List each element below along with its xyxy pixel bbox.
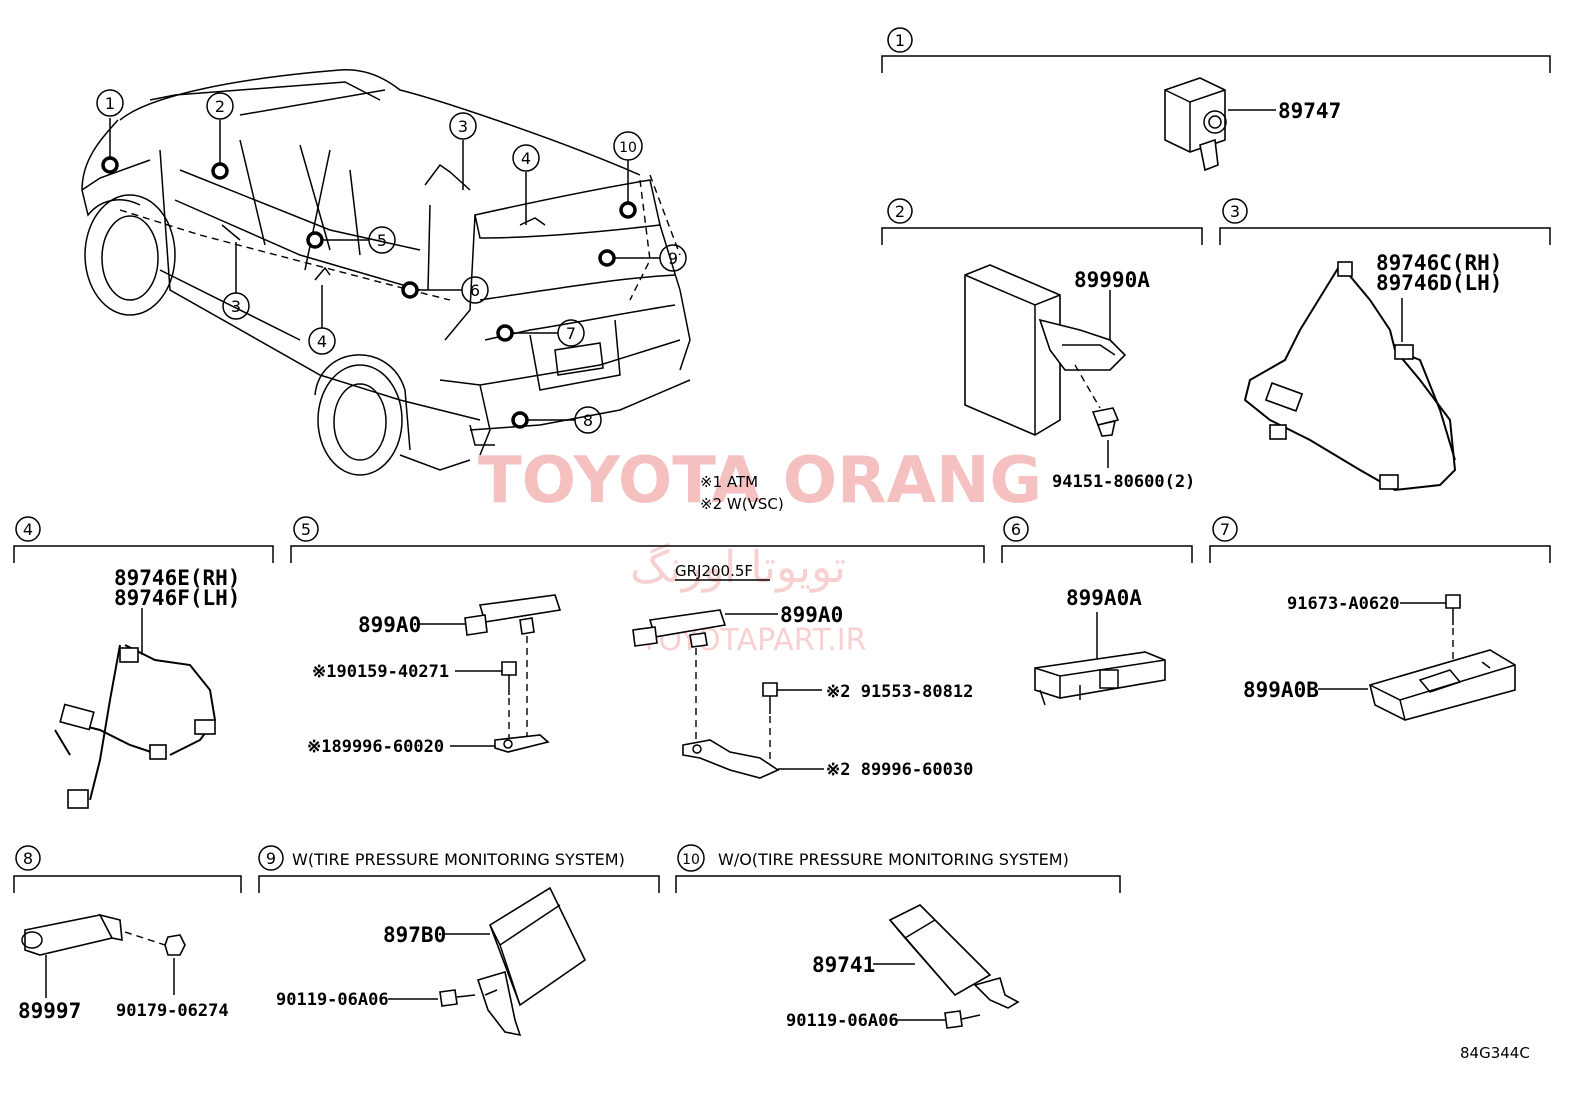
part-label: 90179-06274 (116, 1001, 229, 1021)
part-label-lh: 89746F(LH) (114, 586, 240, 610)
part-label: 90119-06A06 (786, 1011, 899, 1031)
part-89990A-drawing (964, 264, 1127, 436)
callout-6: 6 (470, 281, 480, 300)
vehicle-outline (81, 69, 691, 476)
section-3: 3 89746C(RH) 89746D(LH) (1219, 198, 1551, 492)
part-89747-drawing (1164, 77, 1227, 172)
part-899A0B-drawing (1369, 649, 1516, 721)
screw-91673-drawing (1445, 594, 1461, 625)
part-label-rh: 89746E(RH) (114, 566, 240, 590)
part-label-lh: 89746D(LH) (1376, 271, 1502, 295)
part-897B0-drawing (476, 886, 587, 1037)
part-label-rh: 89746C(RH) (1376, 251, 1502, 275)
part-label: ※189996-60020 (307, 737, 444, 757)
part-label: 897B0 (383, 923, 446, 947)
section-9-title: W(TIRE PRESSURE MONITORING SYSTEM) (292, 850, 625, 869)
callout-7: 7 (566, 324, 576, 343)
note-atm: ※1 ATM (700, 473, 758, 491)
watermark: TOYOTA ORANG تویوتا اورنگ TOYOTAPART.IR (478, 444, 1042, 658)
callout-1: 1 (105, 94, 115, 113)
bolt-right-drawing (762, 682, 778, 714)
section-5-number: 5 (301, 520, 311, 539)
section-6-number: 6 (1011, 520, 1021, 539)
part-label: 89997 (18, 999, 81, 1023)
part-label: 899A0A (1066, 586, 1142, 610)
vehicle-overview: 1 2 3 4 5 6 (81, 69, 784, 513)
sensor-899A0-right-drawing (632, 609, 727, 648)
callout-5: 5 (377, 231, 387, 250)
section-4-number: 4 (23, 520, 33, 539)
part-label: 89747 (1278, 99, 1341, 123)
section-1: 1 89747 (881, 27, 1551, 172)
bolt-90119-9-drawing (439, 989, 476, 1007)
harness-89746C-drawing (1243, 261, 1457, 492)
part-label: 899A0B (1243, 678, 1319, 702)
section-4: 4 89746E(RH) 89746F(LH) (13, 516, 274, 809)
bolt-left-drawing (501, 661, 517, 695)
part-label: ※2 89996-60030 (826, 760, 973, 780)
callout-3: 3 (458, 117, 468, 136)
part-label: 89741 (812, 953, 875, 977)
nut-90179-drawing (164, 934, 186, 956)
section-10: 10 W/O(TIRE PRESSURE MONITORING SYSTEM) … (675, 844, 1121, 1031)
part-89741-drawing (888, 904, 1020, 1009)
callout-4: 4 (521, 149, 531, 168)
callout-3-lower: 3 (231, 297, 241, 316)
part-89997-drawing (21, 913, 123, 956)
section-9: 9 W(TIRE PRESSURE MONITORING SYSTEM) 897… (258, 845, 660, 1037)
section-10-number: 10 (682, 852, 700, 868)
callout-8: 8 (583, 411, 593, 430)
note-vsc: ※2 W(VSC) (700, 495, 784, 513)
section-8: 8 89997 90179-06274 (13, 845, 242, 1023)
diagram-code: 84G344C (1460, 1044, 1530, 1062)
callout-9: 9 (668, 249, 678, 268)
part-label: 91673-A0620 (1287, 594, 1400, 614)
watermark-persian: تویوتا اورنگ (630, 542, 846, 593)
bracket-right-drawing (682, 739, 780, 779)
part-label: 899A0 (358, 613, 421, 637)
section-2-number: 2 (895, 202, 905, 221)
watermark-title: TOYOTA ORANG (478, 444, 1042, 518)
section-2: 2 89990A 94151-80600(2) (881, 198, 1203, 492)
overview-callouts: 1 2 3 4 5 6 (96, 89, 687, 434)
bracket-left-drawing (494, 734, 550, 753)
section-9-number: 9 (266, 849, 276, 868)
part-label: 94151-80600(2) (1052, 472, 1195, 492)
section-10-title: W/O(TIRE PRESSURE MONITORING SYSTEM) (718, 850, 1069, 869)
section-8-number: 8 (23, 849, 33, 868)
callout-2: 2 (215, 97, 225, 116)
section-5: 5 GRJ200.5F 899A0 ※190159-40271 ※189996-… (290, 516, 985, 780)
section-1-number: 1 (895, 31, 905, 50)
section-6: 6 899A0A (1001, 516, 1193, 706)
callout-4-lower: 4 (317, 332, 327, 351)
harness-89746E-drawing (54, 644, 217, 809)
part-label: ※190159-40271 (312, 662, 449, 682)
variant-label: GRJ200.5F (675, 562, 753, 580)
sensor-899A0-left-drawing (464, 594, 562, 636)
footnotes: ※1 ATM ※2 W(VSC) (700, 473, 784, 513)
part-899A0A-drawing (1034, 651, 1166, 706)
bolt-90119-10-drawing (944, 1010, 981, 1029)
callout-10: 10 (619, 140, 637, 156)
part-label: 90119-06A06 (276, 990, 389, 1010)
clip-94151-drawing (1091, 407, 1120, 437)
part-label: 89990A (1074, 268, 1150, 292)
part-label: 899A0 (780, 603, 843, 627)
section-7-number: 7 (1220, 520, 1230, 539)
section-3-number: 3 (1230, 202, 1240, 221)
part-label: ※2 91553-80812 (826, 682, 973, 702)
section-7: 7 91673-A0620 899A0B (1209, 516, 1551, 721)
